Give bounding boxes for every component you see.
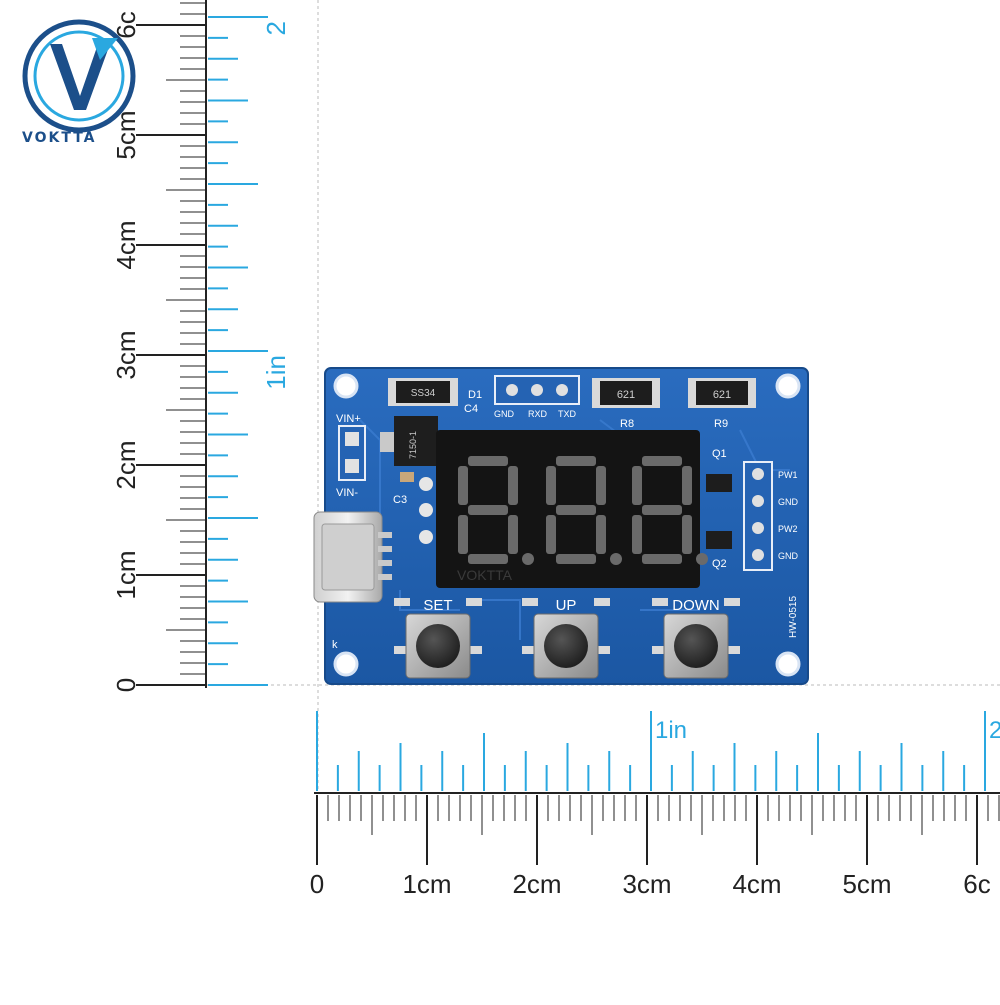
display-segment [642, 554, 682, 564]
display-segment [468, 505, 508, 515]
ruler-inch-label: 2 [261, 21, 291, 35]
label-vin-plus: VIN+ [336, 413, 361, 425]
label-c4: C4 [464, 403, 478, 415]
set-button-cap[interactable] [416, 624, 460, 668]
ruler-inch-label: 1in [261, 355, 291, 390]
ruler-cm-label: 0 [310, 869, 324, 899]
label-up: UP [556, 597, 577, 614]
label-gnd-b: GND [778, 551, 799, 561]
display-segment [632, 515, 642, 554]
svg-text:SS34: SS34 [411, 388, 436, 399]
display-segment [508, 515, 518, 554]
label-model: HW-0515 [788, 596, 799, 638]
display-segment [458, 466, 468, 505]
ruler-cm-label: 3cm [111, 330, 141, 379]
ruler-cm-label: 1cm [402, 869, 451, 899]
label-rxd: RXD [528, 409, 548, 419]
display-segment [508, 466, 518, 505]
display-segment [682, 515, 692, 554]
mounting-holes [333, 373, 801, 677]
svg-text:7150-1: 7150-1 [408, 431, 418, 459]
label-down: DOWN [672, 597, 720, 614]
voltage-regulator: 7150-1 [380, 416, 438, 466]
label-q2: Q2 [712, 558, 727, 570]
micro-usb-port [313, 511, 392, 603]
svg-text:621: 621 [713, 389, 731, 401]
logo-text: VOKTTA [22, 130, 97, 146]
display-segment [556, 505, 596, 515]
down-button-cap[interactable] [674, 624, 718, 668]
ruler-cm-label: 4cm [111, 220, 141, 269]
display-segment [596, 466, 606, 505]
ruler-cm-label: 6c [963, 869, 990, 899]
display-dot [522, 553, 534, 565]
ruler-cm-label: 3cm [622, 869, 671, 899]
display-segment [546, 515, 556, 554]
ruler-inch-label: 1in [655, 717, 687, 744]
label-gnd-a: GND [778, 497, 799, 507]
display-segments [458, 456, 708, 565]
resistor-r8: 621 [592, 378, 660, 408]
display-segment [458, 515, 468, 554]
display-segment [468, 554, 508, 564]
ruler-cm-label: 4cm [732, 869, 781, 899]
ruler-cm-label: 0 [111, 678, 141, 692]
label-pw2: PW2 [778, 524, 798, 534]
down-button[interactable] [652, 598, 740, 679]
display-segment [468, 456, 508, 466]
display-segment [642, 456, 682, 466]
ruler-horizontal-labels: 0 1cm 2cm 3cm 4cm 5cm 6c 1in 2 [310, 717, 1000, 899]
ruler-inch-label: 2 [989, 717, 1000, 744]
ruler-cm-label: 2cm [111, 440, 141, 489]
label-d1: D1 [468, 389, 482, 401]
label-txd: TXD [558, 409, 577, 419]
label-q1: Q1 [712, 448, 727, 460]
diode-ss34: SS34 [388, 378, 458, 406]
display-watermark: VOKTTA [457, 567, 513, 583]
up-button[interactable] [522, 598, 610, 679]
label-r9: R9 [714, 418, 728, 430]
ruler-horizontal-ticks [316, 711, 1000, 865]
set-button[interactable] [394, 598, 482, 679]
pcb-board: VIN+ VIN- SS34 D1 C4 7150-1 C3 [313, 367, 809, 685]
ruler-cm-label: 2cm [512, 869, 561, 899]
svg-text:621: 621 [617, 389, 635, 401]
ruler-vertical-ticks [136, 2, 268, 686]
resistor-r9: 621 [688, 378, 756, 408]
label-r8: R8 [620, 418, 634, 430]
seven-segment-display: VOKTTA [436, 430, 708, 588]
label-k: k [332, 639, 338, 651]
label-gnd-serial: GND [494, 409, 515, 419]
display-dot [696, 553, 708, 565]
display-dot [610, 553, 622, 565]
voktta-logo [22, 19, 136, 133]
label-set: SET [423, 597, 452, 614]
label-vin-minus: VIN- [336, 487, 358, 499]
display-segment [642, 505, 682, 515]
ruler-cm-label: 5cm [842, 869, 891, 899]
display-segment [556, 554, 596, 564]
display-segment [556, 456, 596, 466]
display-segment [682, 466, 692, 505]
display-segment [546, 466, 556, 505]
display-segment [596, 515, 606, 554]
label-pw1: PW1 [778, 470, 798, 480]
ruler-cm-label: 1cm [111, 550, 141, 599]
up-button-cap[interactable] [544, 624, 588, 668]
display-segment [632, 466, 642, 505]
label-c3: C3 [393, 494, 407, 506]
